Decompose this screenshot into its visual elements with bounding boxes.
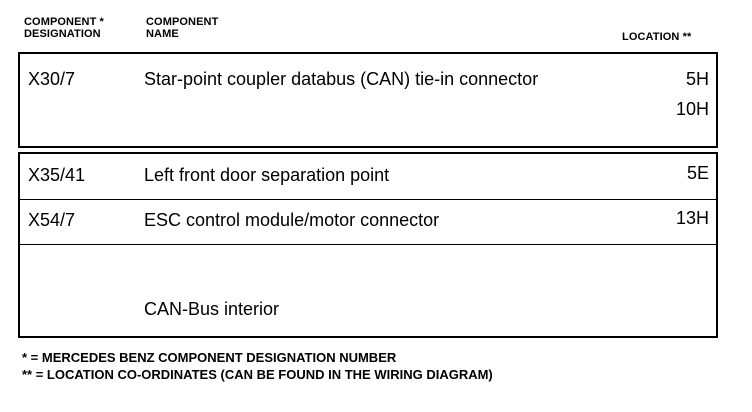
component-row-box: X30/7 Star-point coupler databus (CAN) t…: [18, 52, 718, 148]
name-header-line2: NAME: [146, 28, 179, 40]
location-footnote: ** = LOCATION CO-ORDINATES (CAN BE FOUND…: [22, 367, 493, 382]
name-header-line1: COMPONENT: [146, 16, 219, 28]
component-designation: X35/41: [28, 165, 86, 185]
component-location: 5H: [685, 69, 709, 89]
component-designation: X30/7: [28, 69, 76, 89]
component-designation: X54/7: [28, 210, 76, 230]
section-label: CAN-Bus interior: [144, 299, 280, 319]
row-divider: [20, 244, 716, 245]
component-name: ESC control module/motor connector: [144, 210, 440, 230]
component-location: 10H: [675, 99, 709, 119]
designation-column-header: COMPONENT * DESIGNATION: [24, 16, 104, 40]
row-divider: [20, 199, 716, 200]
component-location: 13H: [675, 208, 709, 228]
component-table-box: X35/41 Left front door separation point …: [18, 152, 718, 338]
designation-header-line1: COMPONENT *: [24, 16, 104, 28]
location-column-header: LOCATION **: [622, 31, 692, 43]
component-name: Left front door separation point: [144, 165, 390, 185]
name-column-header: COMPONENT NAME: [146, 16, 218, 40]
designation-footnote: * = MERCEDES BENZ COMPONENT DESIGNATION …: [22, 350, 397, 365]
component-name: Star-point coupler databus (CAN) tie-in …: [144, 69, 539, 89]
designation-header-line2: DESIGNATION: [24, 28, 101, 40]
component-location: 5E: [686, 163, 709, 183]
